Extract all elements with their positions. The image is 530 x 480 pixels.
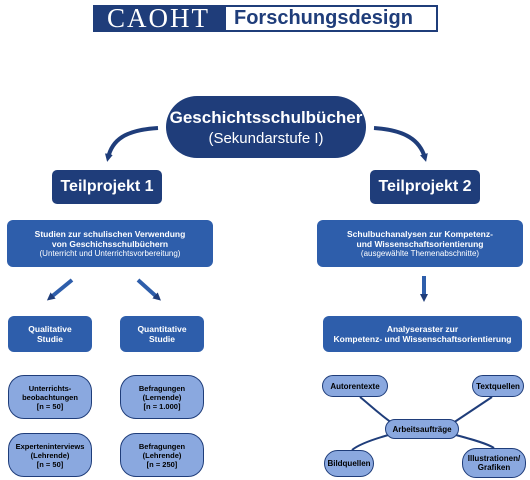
analysis-line-2: und Wissenschaftsorientierung (356, 238, 484, 249)
qualitative-line-1: Qualitative (28, 324, 72, 334)
root-title: Geschichtsschulbücher (169, 107, 363, 127)
node-autorentexte: Autorentexte (322, 375, 388, 397)
method-sample-size: [n = 50] (36, 459, 64, 469)
qualitative-line-2: Studie (37, 334, 63, 344)
node-textquellen: Textquellen (472, 375, 524, 397)
method-line: Experteninterviews (15, 441, 85, 451)
method-line: Befragungen (138, 383, 186, 393)
node-bildquellen: Bildquellen (324, 450, 374, 477)
method-befragungen-lehrende: Befragungen (Lehrende) [n = 250] (120, 433, 204, 477)
page-title: Forschungsdesign (224, 5, 438, 32)
study-line-2: von Geschichsschulbüchern (51, 238, 169, 249)
arrow-study-to-qualitative (46, 278, 74, 301)
qualitative-study-box: Qualitative Studie (8, 316, 92, 352)
method-sample-size: [n = 1.000] (143, 401, 181, 411)
method-experteninterviews: Experteninterviews (Lehrende) [n = 50] (8, 433, 92, 477)
analyseraster-box: Analyseraster zur Kompetenz- und Wissens… (323, 316, 522, 352)
study-line-3: (Unterricht und Unterrichtsvorbereitung) (39, 248, 181, 258)
node-illustrationen: Illustrationen/ Grafiken (462, 448, 526, 478)
analysis-line-1: Schulbuchanalysen zur Kompetenz- (347, 228, 493, 239)
logo-caoht: CAOHT (93, 5, 224, 32)
illustrationen-line-2: Grafiken (477, 463, 511, 472)
method-line: beobachtungen (22, 392, 78, 402)
method-unterrichtsbeobachtungen: Unterrichts- beobachtungen [n = 50] (8, 375, 92, 419)
illustrationen-line-1: Illustrationen/ (467, 454, 521, 463)
method-sample-size: [n = 50] (36, 401, 64, 411)
method-befragungen-lernende: Befragungen (Lernende) [n = 1.000] (120, 375, 204, 419)
analysis-line-3: (ausgewählte Themenabschnitte) (360, 248, 480, 258)
method-sample-size: [n = 250] (146, 459, 178, 469)
quantitative-line-2: Studie (149, 334, 175, 344)
teilprojekt-1-label: Teilprojekt 1 (52, 170, 162, 204)
link-center-illustrationen (451, 433, 495, 449)
teilprojekt-2-label: Teilprojekt 2 (370, 170, 480, 204)
arrow-root-to-tp1 (104, 126, 159, 162)
analysis-box: Schulbuchanalysen zur Kompetenz- und Wis… (317, 220, 523, 267)
node-arbeitsauftraege: Arbeitsaufträge (385, 419, 459, 439)
arrow-root-to-tp2 (373, 126, 428, 162)
link-center-textquellen (449, 396, 493, 426)
link-center-bildquellen (351, 433, 393, 451)
raster-line-1: Analyseraster zur (386, 324, 459, 334)
quantitative-line-1: Quantitative (137, 324, 187, 334)
raster-line-2: Kompetenz- und Wissenschaftsorientierung (333, 334, 512, 344)
root-subtitle: (Sekundarstufe I) (208, 129, 324, 147)
root-node: Geschichtsschulbücher (Sekundarstufe I) (166, 96, 366, 158)
quantitative-study-box: Quantitative Studie (120, 316, 204, 352)
method-line: (Lernende) (142, 392, 182, 402)
study-line-1: Studien zur schulischen Verwendung (34, 228, 186, 239)
study-box: Studien zur schulischen Verwendung von G… (7, 220, 213, 267)
method-line: Unterrichts- (28, 383, 72, 393)
arrow-study-to-quantitative (136, 278, 161, 301)
method-line: (Lehrende) (30, 450, 70, 460)
method-line: (Lehrende) (142, 450, 182, 460)
method-line: Befragungen (138, 441, 186, 451)
